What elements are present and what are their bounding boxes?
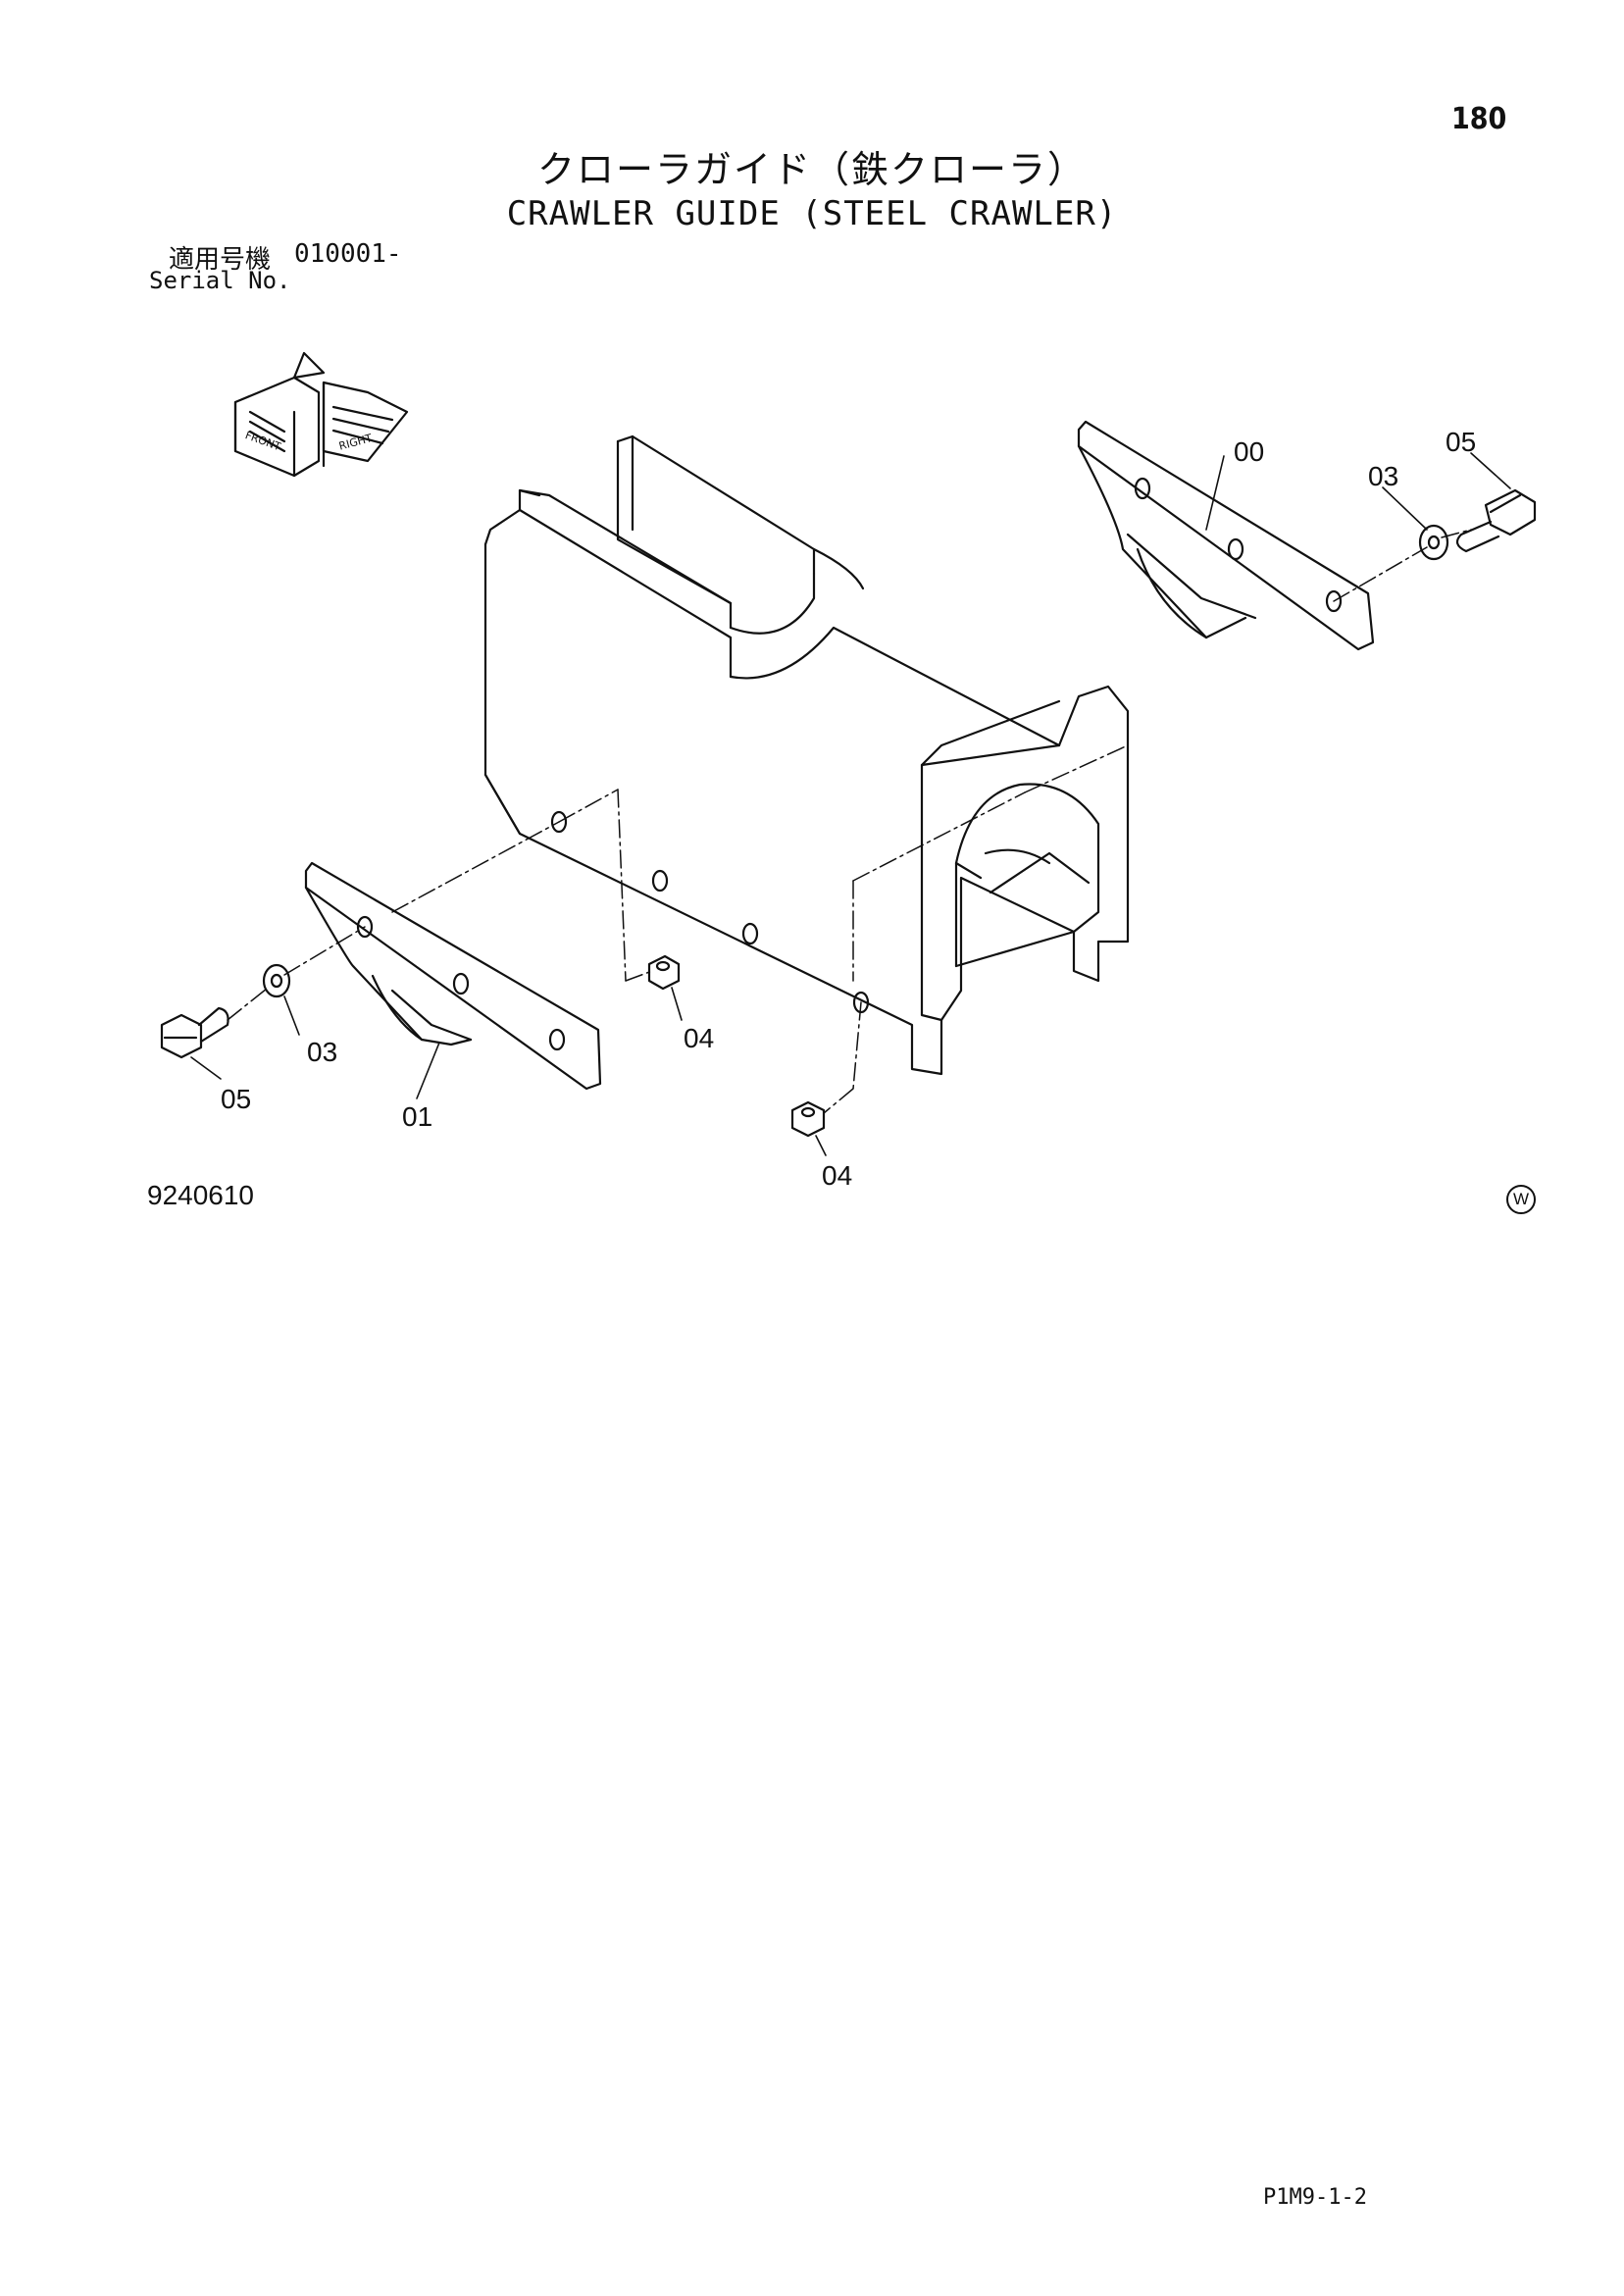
- serial-value: 010001-: [294, 239, 402, 269]
- bolt-05-left: [160, 1006, 229, 1059]
- callout-03-left: 03: [307, 1037, 337, 1067]
- callout-05-left: 05: [221, 1084, 251, 1114]
- callout-04-bottom: 04: [822, 1160, 852, 1191]
- serial-label-english: Serial No.: [149, 267, 291, 294]
- callout-03-right: 03: [1368, 461, 1398, 491]
- assembly-center-lines: [227, 529, 1472, 1114]
- crawler-guide-body: [483, 434, 1130, 1076]
- guide-plate-00: [1077, 420, 1375, 651]
- w-mark: W: [1506, 1185, 1536, 1214]
- callout-05-right: 05: [1446, 427, 1476, 457]
- leader-lines: [190, 452, 1511, 1156]
- washer-03-right: [1418, 524, 1449, 561]
- callout-01: 01: [402, 1101, 432, 1132]
- guide-plate-01: [304, 861, 602, 1091]
- title-japanese: クローラガイド（鉄クローラ）: [536, 148, 1087, 191]
- serial-label-japanese: 適用号機: [169, 245, 272, 275]
- nut-04-bottom: [790, 1100, 826, 1138]
- washer-03-left: [262, 963, 291, 998]
- front-right-orientation-icon: FRONT RIGHT: [233, 351, 409, 478]
- page-number: 180: [1451, 102, 1507, 136]
- nut-04-center: [647, 954, 681, 991]
- callout-04-center: 04: [684, 1023, 714, 1053]
- page-code: P1M9-1-2: [1263, 2185, 1367, 2210]
- drawing-number: 9240610: [147, 1180, 255, 1210]
- bolt-05-right: [1455, 488, 1537, 553]
- callout-00: 00: [1234, 436, 1264, 467]
- title-english: CRAWLER GUIDE (STEEL CRAWLER): [506, 194, 1118, 233]
